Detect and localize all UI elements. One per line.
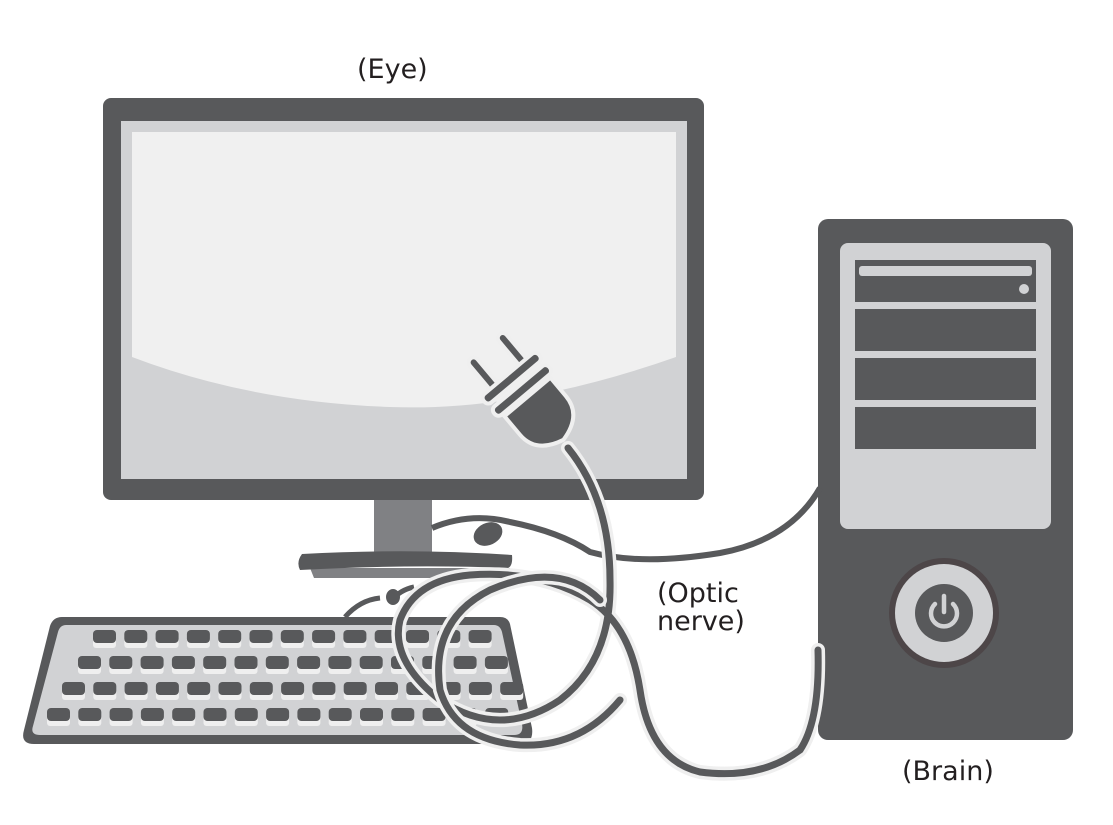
key (391, 708, 415, 721)
key (359, 656, 383, 669)
key (203, 656, 227, 669)
key (249, 682, 273, 695)
key (406, 630, 429, 643)
key (281, 682, 305, 695)
key (78, 708, 102, 721)
key (140, 708, 164, 721)
key (343, 630, 367, 643)
key (468, 630, 492, 643)
key (484, 656, 508, 669)
key (218, 682, 242, 695)
key (203, 708, 227, 721)
key (171, 656, 195, 669)
mouse (473, 522, 503, 546)
key (375, 682, 398, 695)
key (297, 708, 321, 721)
key (422, 708, 446, 721)
key (249, 630, 273, 643)
monitor (103, 98, 704, 578)
key (93, 630, 116, 643)
key (62, 682, 85, 695)
key (234, 708, 258, 721)
key (93, 682, 117, 695)
drive-bay (855, 309, 1036, 351)
key (500, 682, 524, 695)
key (453, 656, 477, 669)
key (78, 656, 101, 669)
key (265, 656, 289, 669)
key (155, 630, 179, 643)
brain-label: (Brain) (902, 756, 994, 787)
key (328, 708, 352, 721)
monitor-stand-neck (374, 498, 432, 558)
key (186, 630, 210, 643)
key (343, 682, 367, 695)
eye-label: (Eye) (357, 54, 428, 85)
optic-nerve-cable (391, 441, 826, 781)
key (468, 682, 492, 695)
power-button-icon (889, 558, 999, 668)
computer-tower (818, 219, 1073, 740)
key (280, 630, 304, 643)
key (47, 708, 70, 721)
key (124, 682, 148, 695)
tower-cable (430, 486, 823, 563)
key (218, 630, 242, 643)
key (234, 656, 258, 669)
key (187, 682, 211, 695)
optic-nerve-label: (Optic nerve) (657, 580, 745, 636)
key (360, 708, 383, 721)
key (140, 656, 164, 669)
optic-nerve-label-line2: nerve) (657, 606, 745, 637)
key (124, 630, 148, 643)
key (328, 656, 352, 669)
power-plug-icon (466, 330, 576, 448)
keyboard-keys (47, 630, 524, 726)
drive-bay-top (855, 260, 1036, 302)
optic-nerve-label-line1: (Optic (657, 578, 739, 609)
drive-bay (855, 358, 1036, 400)
key (266, 708, 290, 721)
key (312, 630, 336, 643)
monitor-screen (132, 132, 676, 408)
drive-bay (855, 407, 1036, 449)
key (155, 682, 179, 695)
key (172, 708, 196, 721)
key (297, 656, 321, 669)
key (312, 682, 336, 695)
key (109, 656, 133, 669)
key (109, 708, 133, 721)
